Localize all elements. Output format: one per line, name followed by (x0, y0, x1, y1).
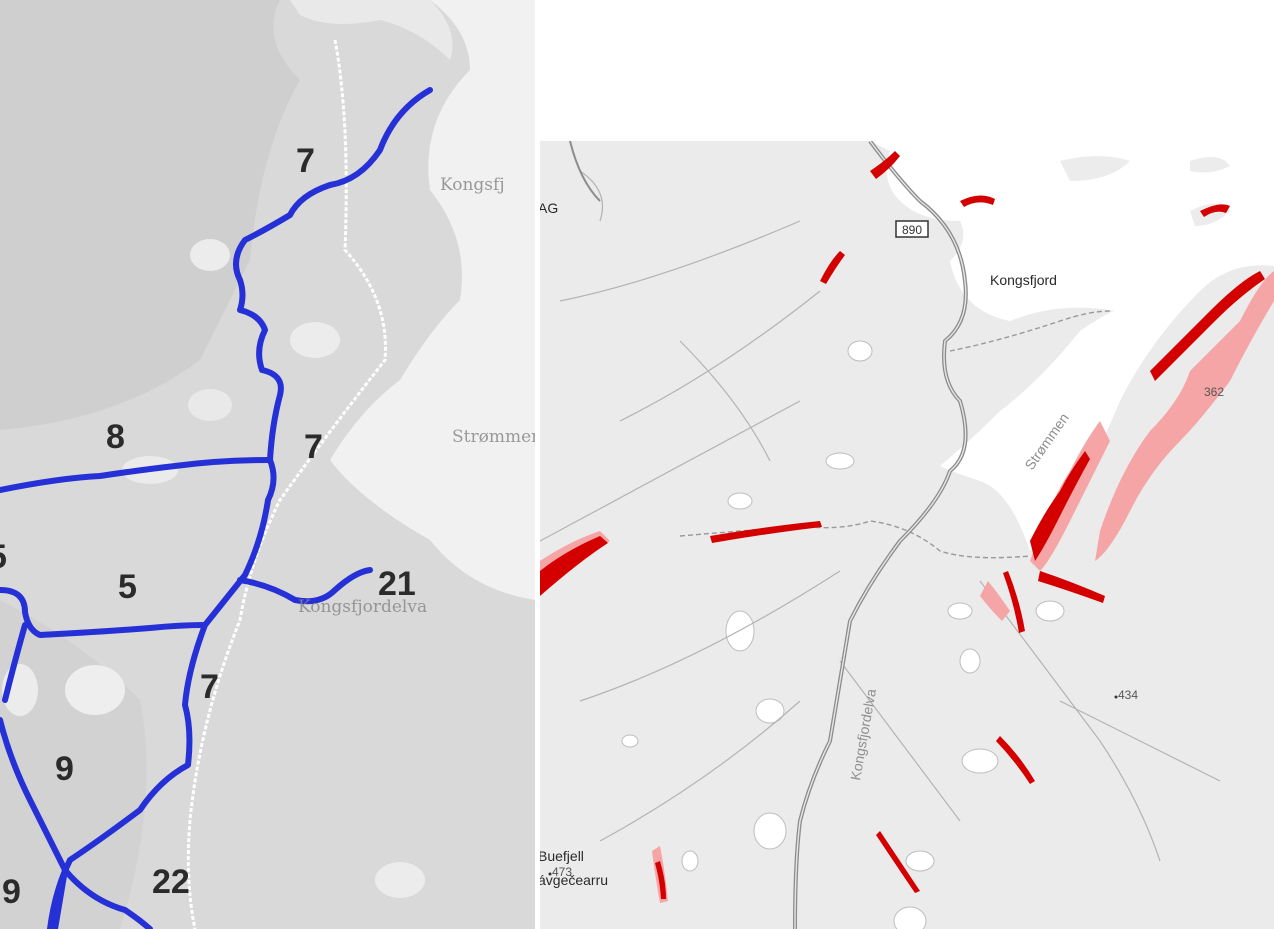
route-label-8: 8 (106, 418, 125, 456)
fjord-water (870, 141, 1274, 551)
route-label-9: 9 (55, 750, 74, 788)
lake-shape (290, 322, 340, 358)
route-network (0, 87, 433, 929)
place-label-buefjell: Buefjell (540, 848, 584, 864)
route-5[interactable] (0, 587, 208, 638)
route-label-21: 21 (378, 565, 416, 603)
lake-shape (65, 665, 125, 715)
route-label-7-mid: 7 (304, 428, 323, 466)
terrain-ridge (0, 0, 300, 430)
lake-shape (188, 389, 232, 421)
route-21[interactable] (237, 567, 373, 605)
road-line (186, 39, 387, 929)
place-label-strommen: Strømmen (452, 427, 535, 447)
peak-marker (548, 872, 552, 876)
streams (540, 170, 1221, 862)
peak-marker (1114, 695, 1118, 699)
left-map-canvas: 7 7 8 5 21 7 9 22 9 5 Kongsfj Strømmen K… (0, 0, 535, 929)
road-shield-number: 890 (902, 223, 922, 237)
right-map-canvas: 890 Kongsfjord Strømmen Kongsfjordelva B… (540, 141, 1274, 929)
place-label-kongsfjordelva: Kongsfjordelva (298, 597, 427, 617)
route-label-7-north: 7 (296, 142, 315, 180)
route-22[interactable] (52, 867, 68, 929)
route-label-22: 22 (152, 863, 190, 901)
coast-inlet (290, 0, 453, 60)
peak-elevation-362: 362 (1204, 385, 1224, 399)
island-shape (1060, 156, 1130, 181)
place-label-kongsfjord: Kongsfj (440, 175, 505, 195)
hazard-zones-dark (540, 151, 1265, 899)
peak-elevation-434: 434 (1118, 688, 1138, 702)
route-label-5: 5 (118, 568, 137, 606)
left-map-panel[interactable]: 7 7 8 5 21 7 9 22 9 5 Kongsfj Strømmen K… (0, 0, 535, 929)
route-label-9-edge: 9 (2, 873, 21, 911)
peak-elevation-473: 473 (552, 865, 572, 879)
road-line (569, 141, 601, 202)
main-road-center (794, 141, 967, 929)
trail-line (949, 310, 1111, 352)
route-5-branch[interactable] (2, 622, 28, 703)
route-8[interactable] (0, 457, 273, 493)
place-label-kongsfjord: Kongsfjord (990, 272, 1057, 288)
lake-shape (190, 239, 230, 271)
route-label-5-edge: 5 (0, 538, 7, 576)
place-label-ag: AG (540, 200, 558, 216)
island-shape (1190, 157, 1230, 173)
right-map-panel[interactable]: 890 Kongsfjord Strømmen Kongsfjordelva B… (540, 141, 1274, 929)
route-7[interactable] (47, 87, 433, 929)
lake-shape (375, 862, 425, 898)
road-shield-890: 890 (895, 220, 929, 238)
place-label-savgecearru: ávgečearru (540, 872, 608, 888)
lakes (621, 340, 1065, 929)
route-label-7-south: 7 (200, 668, 219, 706)
fjord-water (330, 0, 535, 600)
